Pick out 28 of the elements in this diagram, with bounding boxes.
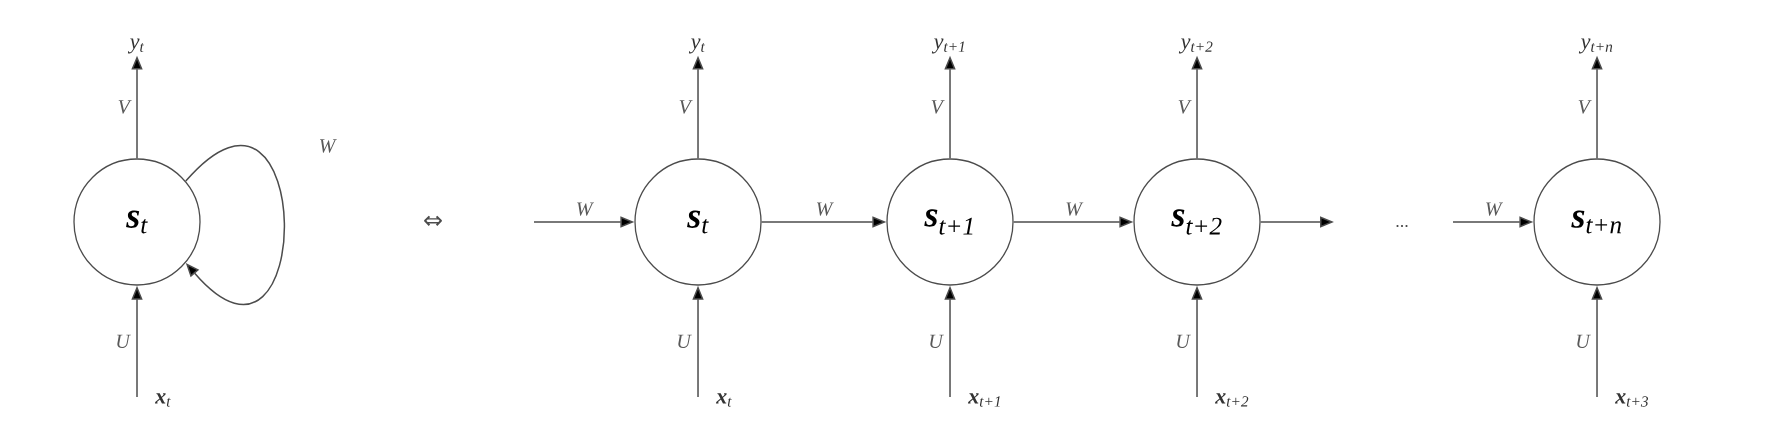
ellipsis: ... — [1396, 224, 1408, 228]
edge-label: W — [1483, 201, 1504, 217]
edge-label: V — [929, 99, 945, 115]
input-label: x$_{t+1}$ — [967, 393, 1000, 407]
edge-label: U — [927, 333, 944, 349]
edge-label: U — [114, 333, 131, 349]
edge-label: V — [1176, 99, 1192, 115]
edge-label: U — [1574, 333, 1591, 349]
edge-label: U — [675, 333, 692, 349]
output-label: y$_{t+n}$ — [1578, 38, 1613, 54]
edge-label: W — [814, 201, 834, 217]
edge-label: V — [1576, 99, 1592, 115]
edge-label: W — [1064, 201, 1084, 217]
output-label: y$_{t}$ — [688, 38, 706, 54]
output-label: y$_{t+2}$ — [1178, 38, 1213, 54]
edge-label: W — [317, 138, 337, 154]
output-label: y$_{t}$ — [127, 38, 145, 54]
edge-label: U — [1174, 333, 1191, 349]
loop-arrow — [185, 144, 286, 306]
output-label: y$_{t+1}$ — [931, 38, 965, 54]
edge-label: W — [574, 201, 595, 217]
input-label: x$_{t+3}$ — [1614, 393, 1649, 407]
input-label: x$_{t}$ — [715, 393, 732, 407]
edge-label: V — [677, 99, 693, 115]
input-label: x$_{t}$ — [154, 393, 171, 407]
edge-label: V — [116, 99, 132, 115]
input-label: x$_{t+2}$ — [1214, 393, 1249, 407]
equivalence-symbol: ⇔ — [424, 215, 442, 226]
